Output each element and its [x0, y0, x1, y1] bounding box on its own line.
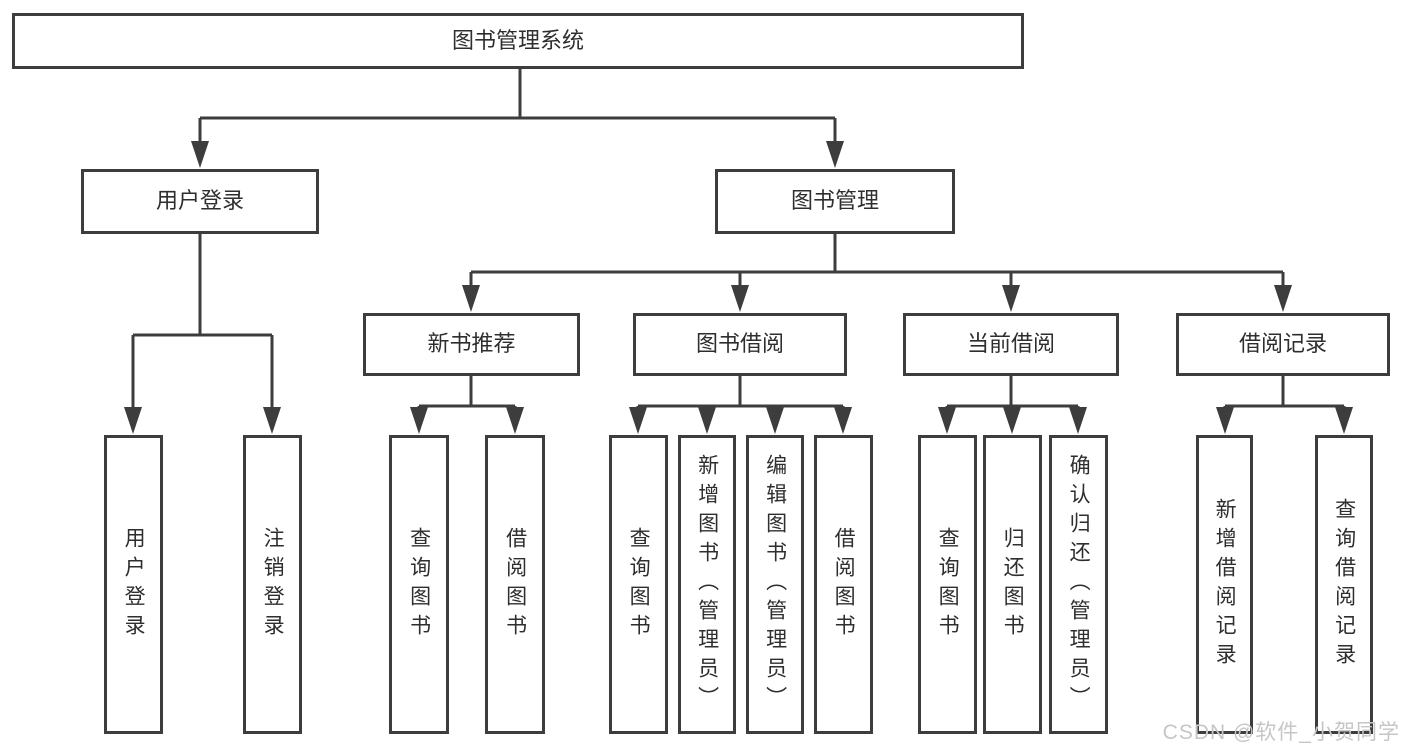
- arrowhead-icon: [1003, 407, 1021, 434]
- arrowhead-icon: [1274, 285, 1292, 312]
- leaf-query-borrow-record: 查询借阅记录: [1315, 435, 1373, 734]
- csdn-watermark: CSDN @软件_小贺同学: [1162, 721, 1400, 744]
- connector-borrow-records-to-leaves: [1216, 376, 1353, 434]
- arrowhead-icon: [1069, 407, 1087, 434]
- node-book-management: 图书管理: [715, 169, 955, 234]
- leaf-borrow-books: 借阅图书: [814, 435, 873, 734]
- connector-book-borrow-to-leaves: [629, 376, 852, 434]
- arrowhead-icon: [1335, 407, 1353, 434]
- arrowhead-icon: [834, 407, 852, 434]
- arrowhead-icon: [410, 407, 428, 434]
- leaf-user-login: 用户登录: [104, 435, 163, 734]
- leaf-query-books-borrow: 查询图书: [609, 435, 668, 734]
- arrowhead-icon: [766, 407, 784, 434]
- arrowhead-icon: [1216, 407, 1234, 434]
- arrowhead-icon: [938, 407, 956, 434]
- arrowhead-icon: [191, 141, 209, 168]
- arrowhead-icon: [462, 285, 480, 312]
- leaf-query-books-rec: 查询图书: [389, 435, 449, 734]
- arrowhead-icon: [629, 407, 647, 434]
- leaf-add-borrow-record: 新增借阅记录: [1196, 435, 1253, 734]
- arrowhead-icon: [698, 407, 716, 434]
- node-root-system: 图书管理系统: [12, 13, 1024, 69]
- node-new-book-recommend: 新书推荐: [363, 313, 580, 376]
- arrowhead-icon: [506, 407, 524, 434]
- node-current-borrowing: 当前借阅: [903, 313, 1119, 376]
- arrowhead-icon: [263, 407, 281, 434]
- connector-root-to-level2: [191, 69, 844, 168]
- connector-book-mgmt-to-level3: [462, 234, 1292, 312]
- leaf-borrow-books-rec: 借阅图书: [485, 435, 545, 734]
- leaf-confirm-return-admin: 确认归还（管理员）: [1049, 435, 1108, 734]
- leaf-edit-books-admin: 编辑图书（管理员）: [746, 435, 804, 734]
- node-book-borrowing: 图书借阅: [633, 313, 847, 376]
- leaf-add-books-admin: 新增图书（管理员）: [678, 435, 736, 734]
- leaf-return-books: 归还图书: [983, 435, 1042, 734]
- arrowhead-icon: [124, 407, 142, 434]
- connector-new-book-rec-to-leaves: [410, 376, 524, 434]
- arrowhead-icon: [731, 285, 749, 312]
- node-user-login: 用户登录: [81, 169, 319, 234]
- arrowhead-icon: [1002, 285, 1020, 312]
- connector-current-borrow-to-leaves: [938, 376, 1087, 434]
- arrowhead-icon: [826, 141, 844, 168]
- leaf-query-books-current: 查询图书: [918, 435, 977, 734]
- leaf-logout: 注销登录: [243, 435, 302, 734]
- connector-user-login-to-leaves: [124, 234, 281, 434]
- node-borrowing-records: 借阅记录: [1176, 313, 1390, 376]
